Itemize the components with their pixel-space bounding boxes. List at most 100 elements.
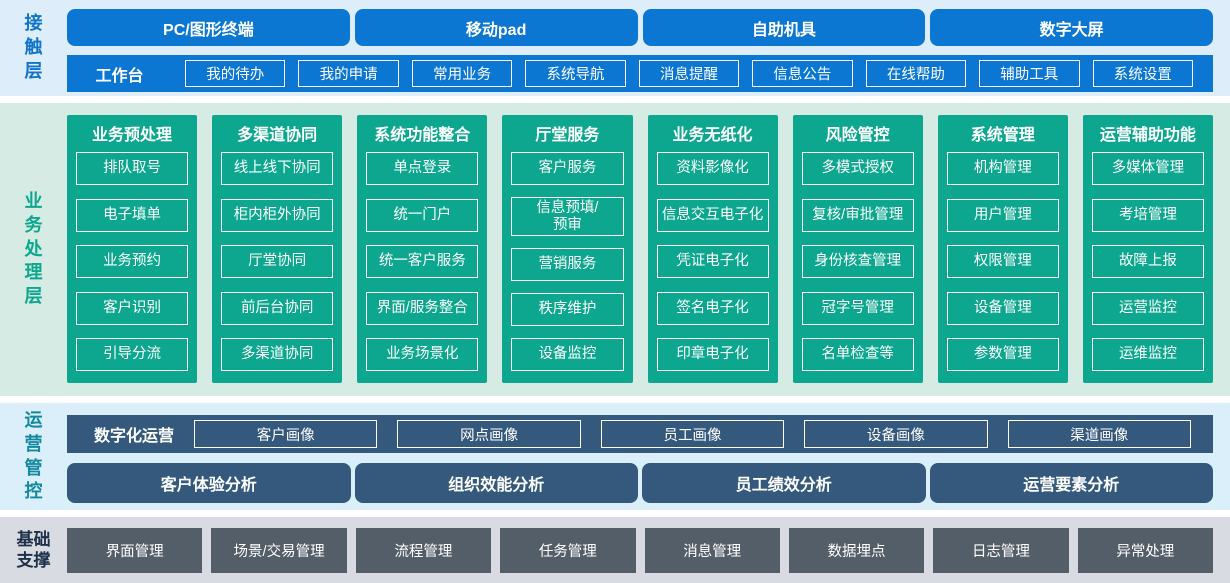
- business-item: 统一客户服务: [366, 245, 479, 278]
- business-item: 复核/审批管理: [801, 198, 914, 232]
- workbench-item-system-settings: 系统设置: [1092, 60, 1193, 87]
- analysis-customer-experience: 客户体验分析: [67, 463, 351, 503]
- contact-layer-label: 接触层: [24, 13, 43, 81]
- operations-layer-label-wrap: 运营管控: [0, 403, 67, 510]
- business-item: 运营监控: [1091, 291, 1204, 325]
- business-item: 设备管理: [946, 291, 1059, 325]
- business-column-lobby-service: 厅堂服务 客户服务 信息预填/ 预审 营销服务 秩序维护 设备监控: [502, 115, 633, 383]
- contact-layer: 接触层 PC/图形终端 移动pad 自助机具 数字大屏 工作台 我的待办 我的申…: [0, 0, 1230, 96]
- workbench-item-message-reminder: 消息提醒: [638, 60, 740, 87]
- business-item: 客户服务: [511, 152, 624, 185]
- business-item: 统一门户: [366, 198, 479, 232]
- column-title: 业务预处理: [92, 127, 173, 144]
- operations-body: 数字化运营 客户画像 网点画像 员工画像 设备画像 渠道画像 客户体验分析 组织…: [67, 403, 1230, 510]
- business-item: 机构管理: [946, 152, 1059, 185]
- business-item: 故障上报: [1091, 245, 1204, 278]
- business-item: 厅堂协同: [221, 245, 334, 278]
- column-title: 多渠道协同: [237, 127, 318, 144]
- terminal-row: PC/图形终端 移动pad 自助机具 数字大屏: [67, 9, 1213, 46]
- analyses-row: 客户体验分析 组织效能分析 员工绩效分析 运营要素分析: [67, 463, 1213, 503]
- business-item: 身份核查管理: [801, 245, 914, 278]
- column-title: 风险管控: [825, 127, 890, 144]
- foundation-item-message-management: 消息管理: [644, 527, 780, 573]
- business-columns: 业务预处理 排队取号 电子填单 业务预约 客户识别 引导分流 多渠道协同 线上线…: [67, 103, 1230, 396]
- foundation-item-process-management: 流程管理: [355, 527, 492, 573]
- business-item: 冠字号管理: [801, 291, 914, 325]
- workbench-item-online-help: 在线帮助: [865, 60, 967, 87]
- foundation-item-exception-handling: 异常处理: [1077, 527, 1213, 573]
- workbench-item-system-navigation: 系统导航: [525, 60, 626, 87]
- business-item: 引导分流: [76, 338, 189, 371]
- business-column-preprocessing: 业务预处理 排队取号 电子填单 业务预约 客户识别 引导分流: [67, 115, 198, 383]
- foundation-layer-label: 基础 支撑: [16, 529, 51, 570]
- business-column-system-management: 系统管理 机构管理 用户管理 权限管理 设备管理 参数管理: [937, 115, 1068, 383]
- workbench-label: 工作台: [95, 67, 144, 85]
- analysis-organizational-efficiency: 组织效能分析: [354, 463, 638, 503]
- business-item: 多渠道协同: [221, 338, 334, 371]
- column-title: 系统功能整合: [374, 127, 471, 144]
- business-column-risk-control: 风险管控 多模式授权 复核/审批管理 身份核查管理 冠字号管理 名单检查等: [792, 115, 923, 383]
- analysis-employee-performance: 员工绩效分析: [642, 463, 926, 503]
- portrait-device: 设备画像: [804, 420, 988, 448]
- business-item: 信息预填/ 预审: [511, 196, 624, 237]
- business-item: 多媒体管理: [1091, 152, 1204, 185]
- column-title: 厅堂服务: [535, 127, 600, 144]
- business-item: 单点登录: [366, 152, 479, 185]
- workbench-item-common-business: 常用业务: [411, 60, 513, 87]
- workbench-item-my-todo: 我的待办: [185, 60, 286, 87]
- business-item: 业务预约: [76, 245, 189, 278]
- business-column-system-integration: 系统功能整合 单点登录 统一门户 统一客户服务 界面/服务整合 业务场景化: [357, 115, 488, 383]
- business-item: 印章电子化: [656, 338, 769, 371]
- foundation-item-log-management: 日志管理: [933, 527, 1069, 573]
- terminal-mobile-pad-block: 移动pad: [354, 9, 638, 46]
- business-item: 业务场景化: [366, 338, 479, 371]
- business-item: 考培管理: [1091, 198, 1204, 232]
- business-item: 设备监控: [511, 337, 624, 371]
- business-item: 签名电子化: [656, 291, 769, 325]
- workbench-item-info-bulletin: 信息公告: [752, 60, 853, 87]
- business-item: 线上线下协同: [221, 152, 334, 185]
- column-title: 业务无纸化: [672, 127, 753, 144]
- business-item: 用户管理: [946, 198, 1059, 232]
- business-item: 资料影像化: [656, 152, 769, 185]
- business-item: 名单检查等: [801, 338, 914, 371]
- business-item: 电子填单: [76, 198, 189, 232]
- contact-layer-label-wrap: 接触层: [0, 0, 67, 96]
- operations-control-layer: 运营管控 数字化运营 客户画像 网点画像 员工画像 设备画像 渠道画像 客户体验…: [0, 403, 1230, 510]
- business-item: 客户识别: [76, 291, 189, 325]
- workbench-item-auxiliary-tools: 辅助工具: [979, 60, 1080, 87]
- foundation-support-layer: 基础 支撑 界面管理 场景/交易管理 流程管理 任务管理 消息管理 数据埋点 日…: [0, 517, 1230, 583]
- terminal-self-service-block: 自助机具: [642, 9, 926, 46]
- terminal-pc-block: PC/图形终端: [67, 9, 350, 46]
- portrait-channel: 渠道画像: [1007, 420, 1191, 448]
- foundation-item-ui-management: 界面管理: [67, 527, 203, 573]
- foundation-items: 界面管理 场景/交易管理 流程管理 任务管理 消息管理 数据埋点 日志管理 异常…: [67, 527, 1230, 573]
- digital-operations-label: 数字化运营: [94, 428, 175, 445]
- foundation-item-scene-transaction: 场景/交易管理: [211, 527, 347, 573]
- business-layer-label-wrap: 业务处理层: [0, 103, 67, 396]
- business-item: 秩序维护: [511, 293, 624, 327]
- portrait-branch: 网点画像: [397, 420, 581, 448]
- business-item: 参数管理: [946, 338, 1059, 371]
- business-column-ops-auxiliary: 运营辅助功能 多媒体管理 考培管理 故障上报 运营监控 运维监控: [1082, 115, 1213, 383]
- portrait-employee: 员工画像: [600, 420, 785, 448]
- business-item: 界面/服务整合: [366, 291, 479, 325]
- portrait-customer: 客户画像: [194, 420, 378, 448]
- foundation-item-data-tracking: 数据埋点: [788, 527, 925, 573]
- business-processing-layer: 业务处理层 业务预处理 排队取号 电子填单 业务预约 客户识别 引导分流 多渠道…: [0, 103, 1230, 396]
- business-item: 凭证电子化: [656, 245, 769, 278]
- column-title: 运营辅助功能: [1099, 127, 1196, 144]
- business-column-paperless: 业务无纸化 资料影像化 信息交互电子化 凭证电子化 签名电子化 印章电子化: [647, 115, 778, 383]
- business-item: 多模式授权: [801, 152, 914, 185]
- foundation-item-task-management: 任务管理: [500, 527, 636, 573]
- business-layer-label: 业务处理层: [24, 191, 43, 307]
- business-item: 权限管理: [946, 245, 1059, 278]
- digital-operations-bar: 数字化运营 客户画像 网点画像 员工画像 设备画像 渠道画像: [67, 415, 1213, 453]
- operations-layer-label: 运营管控: [24, 410, 43, 502]
- terminal-digital-screen-block: 数字大屏: [930, 9, 1213, 46]
- business-item: 柜内柜外协同: [221, 198, 334, 232]
- contact-layer-body: PC/图形终端 移动pad 自助机具 数字大屏 工作台 我的待办 我的申请 常用…: [67, 0, 1230, 96]
- business-item: 运维监控: [1091, 338, 1204, 371]
- business-item: 排队取号: [76, 152, 189, 185]
